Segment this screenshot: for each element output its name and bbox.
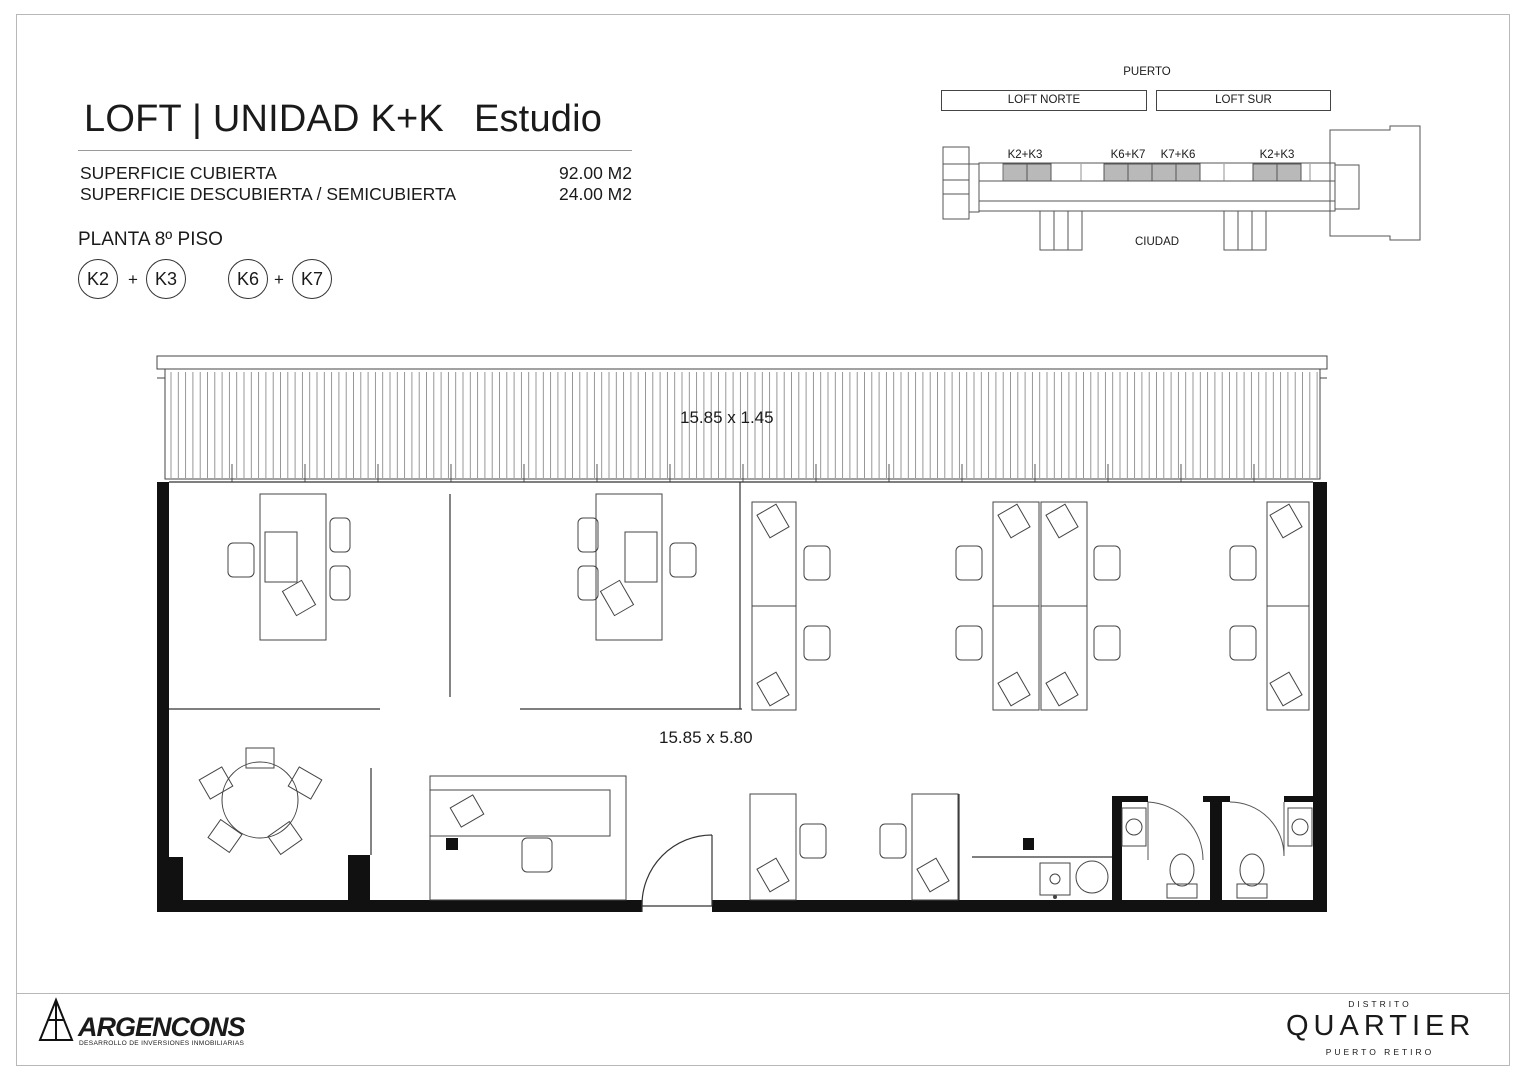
footer-divider [16, 993, 1510, 994]
unit-badge-k6: K6 [228, 259, 268, 299]
key-plan-wing-north: LOFT NORTE [941, 90, 1147, 111]
interior-partitions [169, 482, 1112, 900]
open-workstations [751, 501, 1310, 711]
project-suffix: PUERTO RETIRO [1325, 1047, 1435, 1057]
project-prefix: DISTRITO [1348, 999, 1412, 1009]
kitchenette [1039, 860, 1109, 899]
key-plan-footprint [942, 125, 1421, 251]
bathroom-block [1112, 796, 1313, 900]
plus-sign: + [274, 270, 284, 289]
balcony [156, 355, 1328, 482]
project-name: QUARTIER [1286, 1010, 1476, 1042]
key-plan-bottom-label: CIUDAD [1134, 236, 1180, 248]
plus-sign: + [128, 270, 138, 289]
area-value: 24.00 M2 [559, 184, 632, 204]
reception-desk [429, 775, 627, 901]
lower-workstations [749, 793, 959, 901]
sheet-frame [16, 14, 1510, 1066]
title-underline [78, 150, 632, 151]
key-plan-unit-label: K2+K3 [1007, 149, 1043, 161]
private-office-1 [227, 493, 351, 641]
exterior-walls [157, 482, 1327, 912]
floor-label: PLANTA 8º PISO [78, 229, 223, 250]
area-label: SUPERFICIE DESCUBIERTA / SEMICUBIERTA [80, 184, 457, 204]
meeting-table [198, 747, 323, 856]
key-plan-unit-label: K6+K7 [1110, 149, 1146, 161]
area-row-uncovered: SUPERFICIE DESCUBIERTA / SEMICUBIERTA 24… [80, 183, 634, 205]
key-plan-top-label: PUERTO [1123, 66, 1171, 78]
key-plan-unit-grid [1002, 164, 1311, 181]
area-value: 92.00 M2 [559, 163, 632, 183]
unit-badge-k2: K2 [78, 259, 118, 299]
entry-door [641, 834, 713, 912]
unit-badge-k3: K3 [146, 259, 186, 299]
balcony-dimension: 15.85 x 1.45 [680, 408, 774, 427]
title-variant: Estudio [473, 98, 603, 140]
unit-badge-k7: K7 [292, 259, 332, 299]
interior-dimension: 15.85 x 5.80 [659, 728, 753, 747]
column [1023, 838, 1034, 850]
column [446, 838, 458, 850]
area-label: SUPERFICIE CUBIERTA [80, 163, 277, 183]
key-plan-wing-south: LOFT SUR [1156, 90, 1331, 111]
developer-tagline: DESARROLLO DE INVERSIONES INMOBILIARIAS [79, 1040, 245, 1047]
private-office-2 [577, 493, 697, 641]
page-title: LOFT | UNIDAD K+K Estudio [84, 98, 602, 141]
key-plan-unit-label: K2+K3 [1259, 149, 1295, 161]
area-row-covered: SUPERFICIE CUBIERTA 92.00 M2 [80, 162, 634, 184]
developer-name: ARGENCONS [78, 1012, 246, 1042]
key-plan-highlighted-units [1002, 163, 1302, 182]
key-plan-unit-label: K7+K6 [1160, 149, 1196, 161]
argencons-logo-icon [38, 997, 74, 1041]
title-main: LOFT | UNIDAD K+K [84, 98, 444, 140]
